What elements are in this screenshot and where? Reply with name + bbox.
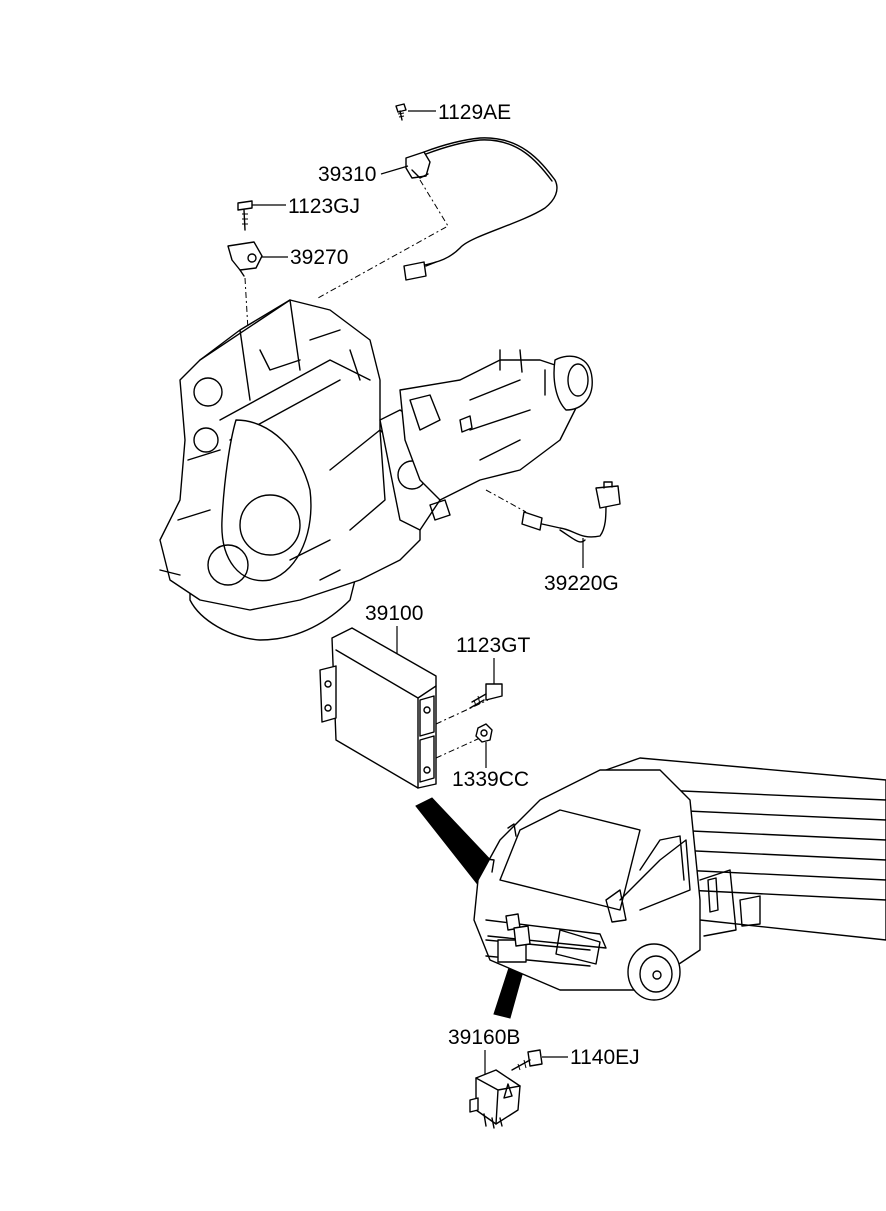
label-1129ae: 1129AE [438,101,511,124]
relay-39160b [469,1069,521,1129]
bolt-1140ej [511,1049,543,1071]
label-1123gj: 1123GJ [288,195,360,218]
engine-assembly [159,299,441,641]
truck-illustration [473,757,886,1001]
transmission-assembly [399,349,593,521]
label-1123gt: 1123GT [456,634,530,657]
bolt-1123gj [237,200,253,231]
bolt-1123gt [469,683,503,709]
nut-1339cc [475,723,493,743]
label-39310: 39310 [318,163,376,186]
bolt-1129ae [395,103,407,121]
label-39220g: 39220G [544,572,619,595]
label-1140ej: 1140EJ [570,1046,640,1069]
sensor-39220g [521,481,621,543]
sensor-39270 [227,241,263,277]
label-39100: 39100 [365,602,423,625]
sensor-39310 [403,137,558,281]
label-39160b: 39160B [448,1026,520,1049]
label-39270: 39270 [290,246,348,269]
label-1339cc: 1339CC [452,768,529,791]
ecu-39100 [319,627,437,789]
